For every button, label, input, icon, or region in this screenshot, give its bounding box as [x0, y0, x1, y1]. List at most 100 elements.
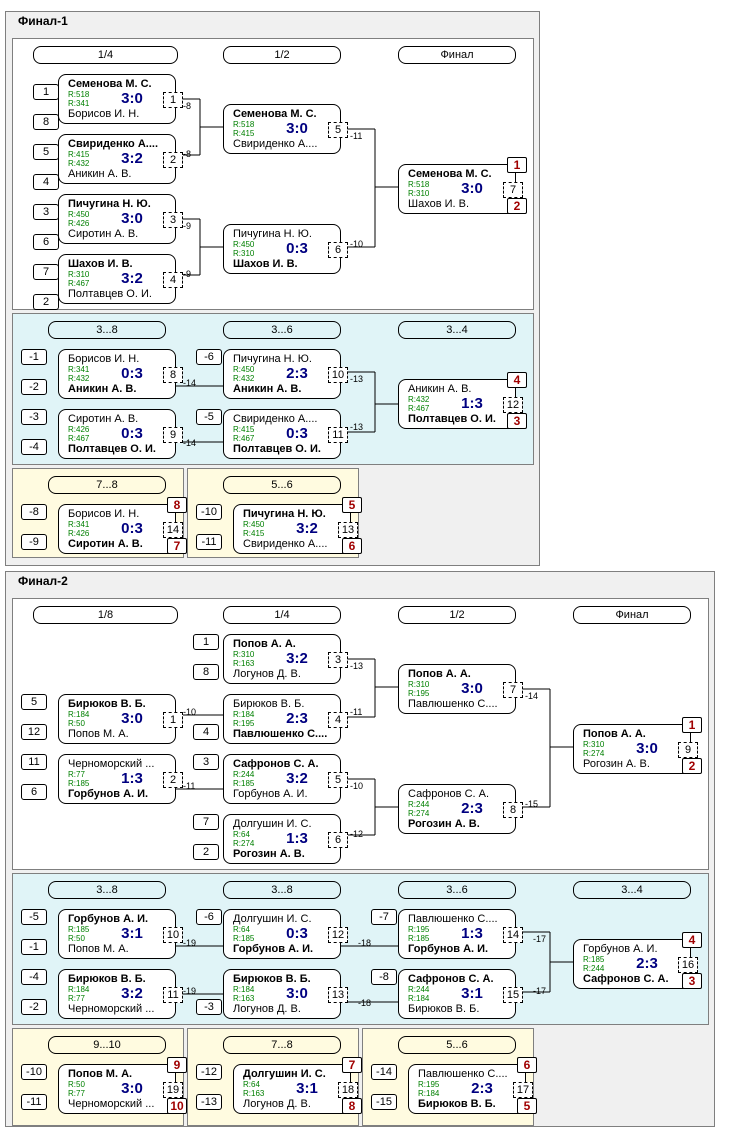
player-2-rating: R:163 — [233, 994, 255, 1003]
player-1-rating: R:184 — [233, 985, 255, 994]
round-label: 9...10 — [48, 1036, 166, 1054]
player-1-rating: R:184 — [68, 710, 90, 719]
player-2-rating: R:274 — [583, 749, 605, 758]
loser-destination-label: -18 — [358, 938, 372, 948]
loser-destination-label: -14 — [183, 378, 197, 388]
player-2-rating: R:185 — [233, 779, 255, 788]
match-score: 3:1 — [296, 1080, 318, 1097]
player-2-rating: R:185 — [408, 934, 430, 943]
place-badge: 2 — [507, 198, 527, 214]
match-number: 13 — [328, 987, 348, 1003]
seed-box: 7 — [33, 264, 59, 280]
match-number: 13 — [338, 522, 358, 538]
final-1-title: Финал-1 — [18, 14, 68, 28]
player-2-name: Борисов И. Н. — [68, 108, 140, 120]
seed-box: 3 — [33, 204, 59, 220]
player-2-name: Аникин А. В. — [68, 383, 137, 395]
player-2-rating: R:50 — [68, 934, 85, 943]
match-number: 12 — [503, 397, 523, 413]
player-2-rating: R:185 — [68, 779, 90, 788]
player-2-name: Полтавцев О. И. — [68, 443, 156, 455]
final-2-title: Финал-2 — [18, 574, 68, 588]
player-1-rating: R:244 — [233, 770, 255, 779]
player-1-rating: R:184 — [233, 710, 255, 719]
bracket-connectors — [176, 658, 573, 836]
match-score: 3:0 — [461, 680, 483, 697]
match-score: 0:3 — [121, 520, 143, 537]
loser-destination-label: -12 — [350, 829, 364, 839]
player-1-rating: R:450 — [233, 365, 255, 374]
player-1-name: Попов А. А. — [233, 638, 296, 650]
player-1-name: Черноморский ... — [68, 758, 155, 770]
player-2-rating: R:77 — [68, 1089, 85, 1098]
seed-box: -10 — [196, 504, 222, 520]
player-1-name: Попов М. А. — [68, 1068, 133, 1080]
match-score: 0:3 — [286, 240, 308, 257]
place-badge: 3 — [507, 413, 527, 429]
player-1-name: Пичугина Н. Ю. — [233, 353, 312, 365]
match-score: 2:3 — [286, 365, 308, 382]
round-label: 3...4 — [573, 881, 691, 899]
round-label: 3...8 — [48, 881, 166, 899]
match-number: 8 — [163, 367, 183, 383]
place-badge: 3 — [682, 973, 702, 989]
player-1-name: Бирюков В. Б. — [68, 973, 146, 985]
player-1-rating: R:415 — [233, 425, 255, 434]
player-2-name: Горбунов А. И. — [233, 943, 314, 955]
loser-destination-label: -18 — [358, 998, 372, 1008]
place-badge: 6 — [517, 1057, 537, 1073]
round-label: 3...8 — [48, 321, 166, 339]
player-1-name: Павлюшенко С.... — [418, 1068, 508, 1080]
match-score: 2:3 — [636, 955, 658, 972]
match-score: 3:2 — [121, 270, 143, 287]
place-badge: 4 — [682, 932, 702, 948]
match-score: 0:3 — [121, 425, 143, 442]
seed-box: -10 — [21, 1064, 47, 1080]
round-label: 5...6 — [223, 476, 341, 494]
match-number: 17 — [513, 1082, 533, 1098]
player-1-name: Семенова М. С. — [68, 78, 152, 90]
player-2-name: Павлюшенко С.... — [233, 728, 328, 740]
loser-destination-label: -15 — [525, 799, 539, 809]
player-1-rating: R:310 — [68, 270, 90, 279]
player-2-name: Черноморский ... — [68, 1003, 155, 1015]
loser-destination-label: -13 — [350, 374, 364, 384]
match-number: 4 — [163, 272, 183, 288]
